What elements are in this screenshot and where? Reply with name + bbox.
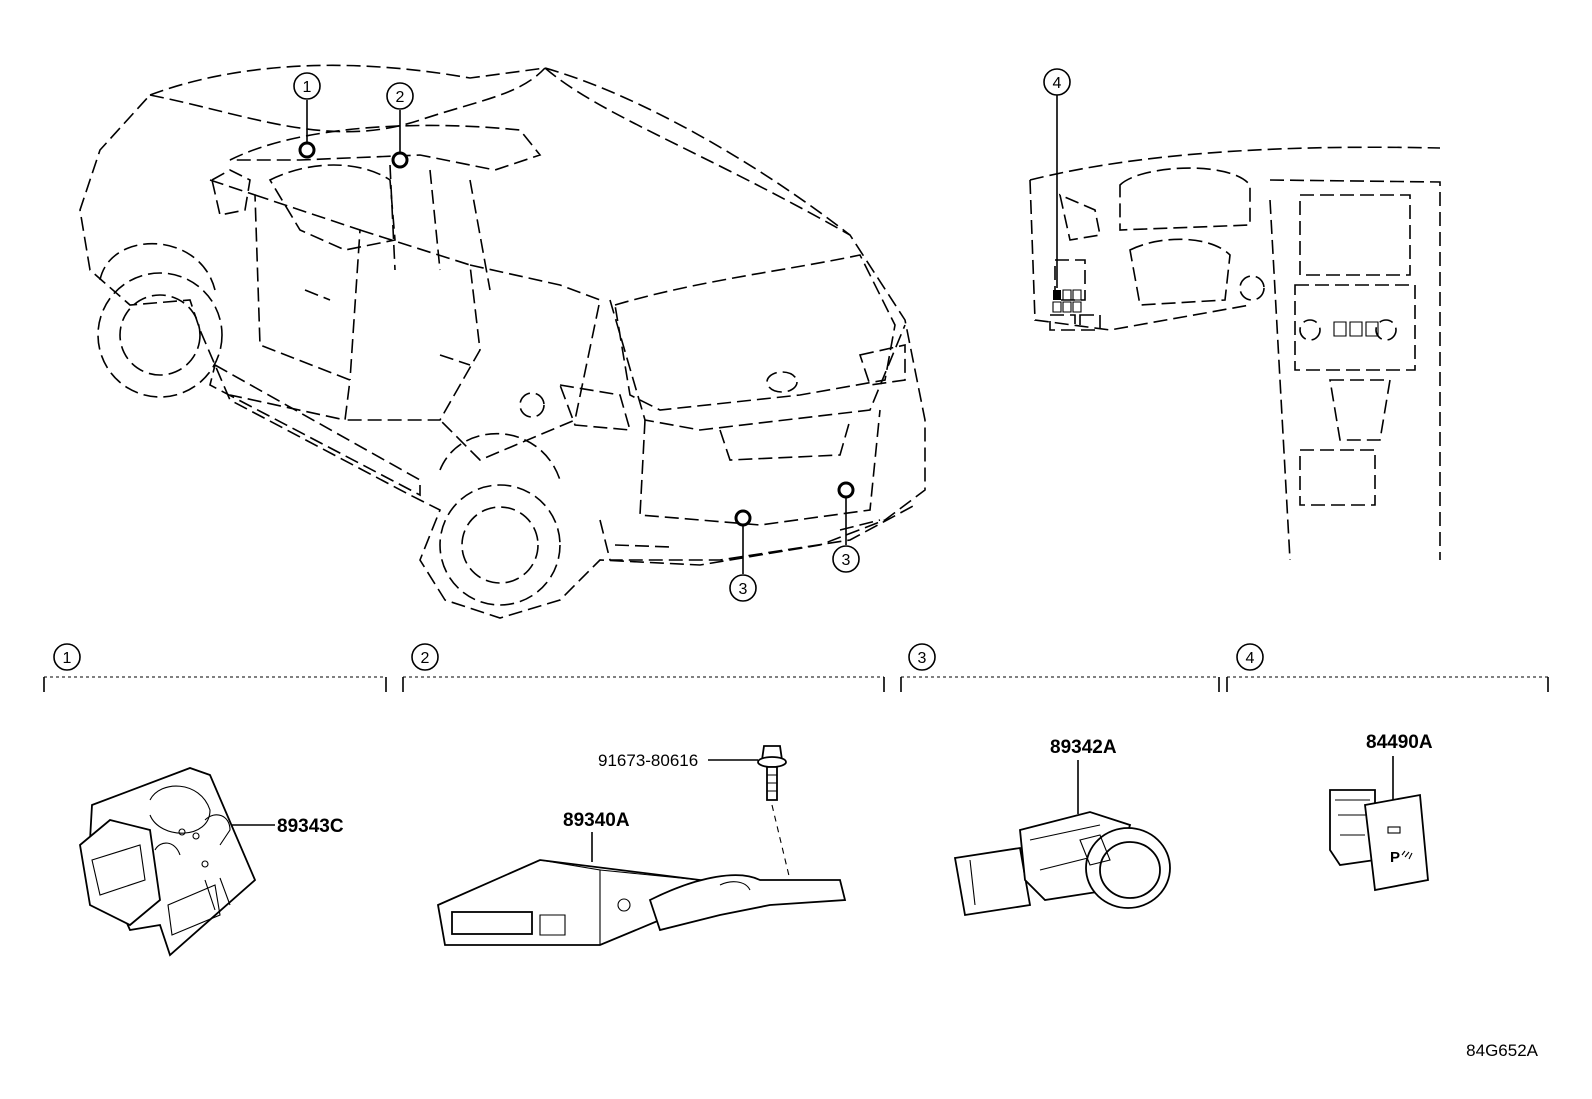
section-header-1: 1 xyxy=(43,643,387,692)
callout-3-right: 3 xyxy=(832,545,860,573)
svg-text:3: 3 xyxy=(842,552,851,569)
callout-3-left: 3 xyxy=(729,574,757,602)
svg-text:P: P xyxy=(1390,849,1400,866)
bolt-drawing xyxy=(757,745,791,881)
svg-text:2: 2 xyxy=(421,650,430,667)
svg-text:1: 1 xyxy=(303,79,312,96)
vehicle-overview xyxy=(79,64,926,619)
section-header-3: 3 xyxy=(900,643,1220,692)
part-89342a-label: 89342A xyxy=(1050,737,1117,758)
part-89342a-drawing xyxy=(953,811,1171,917)
callout-2: 2 xyxy=(386,82,414,110)
part-84490a-label: 84490A xyxy=(1366,732,1433,753)
svg-text:4: 4 xyxy=(1246,650,1255,667)
part-89340a-label: 89340A xyxy=(563,810,630,831)
diagram-code: 84G652A xyxy=(1466,1041,1538,1060)
part-89343c-drawing xyxy=(79,767,257,957)
callout-4: 4 xyxy=(1043,68,1071,288)
svg-text:3: 3 xyxy=(918,650,927,667)
svg-text:4: 4 xyxy=(1053,75,1062,92)
part-89343c-label: 89343C xyxy=(277,816,344,837)
svg-text:3: 3 xyxy=(739,581,748,598)
vehicle-sensor-markers xyxy=(298,100,855,574)
section-header-4: 4 xyxy=(1226,643,1549,692)
callout-1: 1 xyxy=(293,72,321,100)
dashboard-view xyxy=(1029,146,1441,561)
part-89340a-drawing xyxy=(436,859,847,946)
part-84490a-drawing: P xyxy=(1329,789,1429,892)
bolt-label: 91673-80616 xyxy=(598,751,698,770)
svg-text:1: 1 xyxy=(63,650,72,667)
section-header-2: 2 xyxy=(402,643,885,692)
svg-text:2: 2 xyxy=(396,89,405,106)
